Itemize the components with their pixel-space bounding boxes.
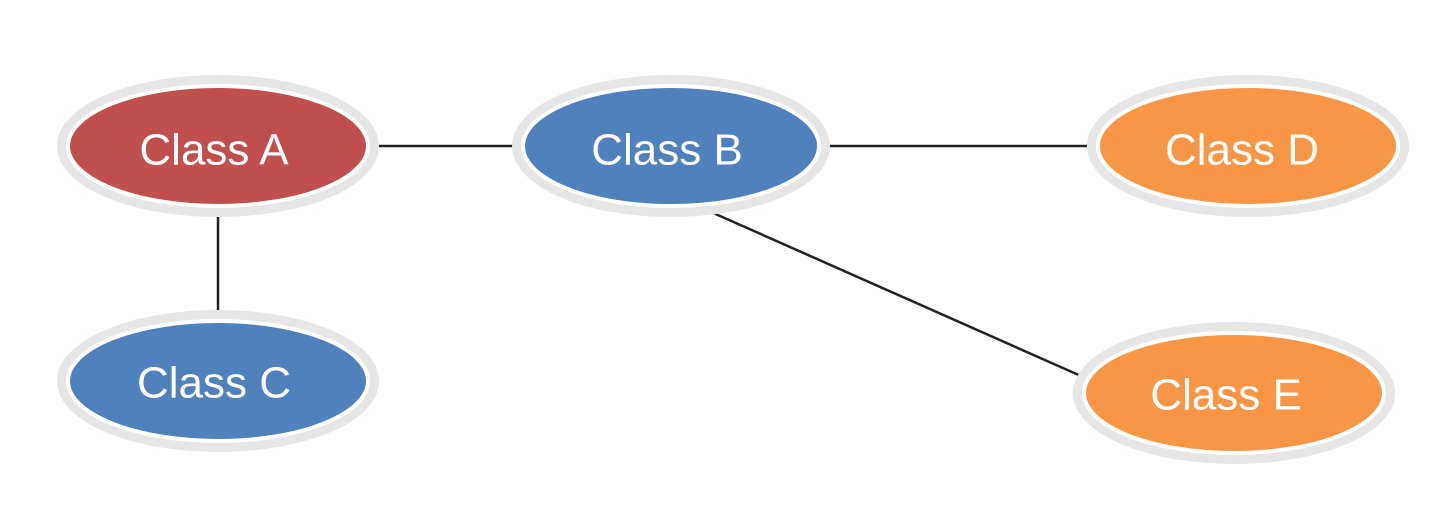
edge-b-to-e [701,206,1091,382]
node-class-d[interactable]: Class D [1087,75,1409,217]
edges [214,142,1101,382]
node-class-b[interactable]: Class B [512,75,830,217]
node-class-b-shape [521,84,821,208]
node-class-a[interactable]: Class A [57,75,379,217]
node-class-e[interactable]: Class E [1073,322,1395,464]
node-class-a-shape [66,84,370,208]
node-class-e-shape [1082,331,1386,455]
node-class-e-label: Class E [1150,371,1302,420]
node-class-d-label: Class D [1165,126,1319,175]
nodes: Class A Class B Class C Class D Class E [57,75,1409,464]
node-class-c-label: Class C [137,359,291,408]
node-class-b-label: Class B [591,126,743,175]
node-class-c-shape [66,319,370,443]
node-class-d-shape [1096,84,1400,208]
node-class-a-label: Class A [139,126,289,175]
node-class-c[interactable]: Class C [57,310,379,452]
